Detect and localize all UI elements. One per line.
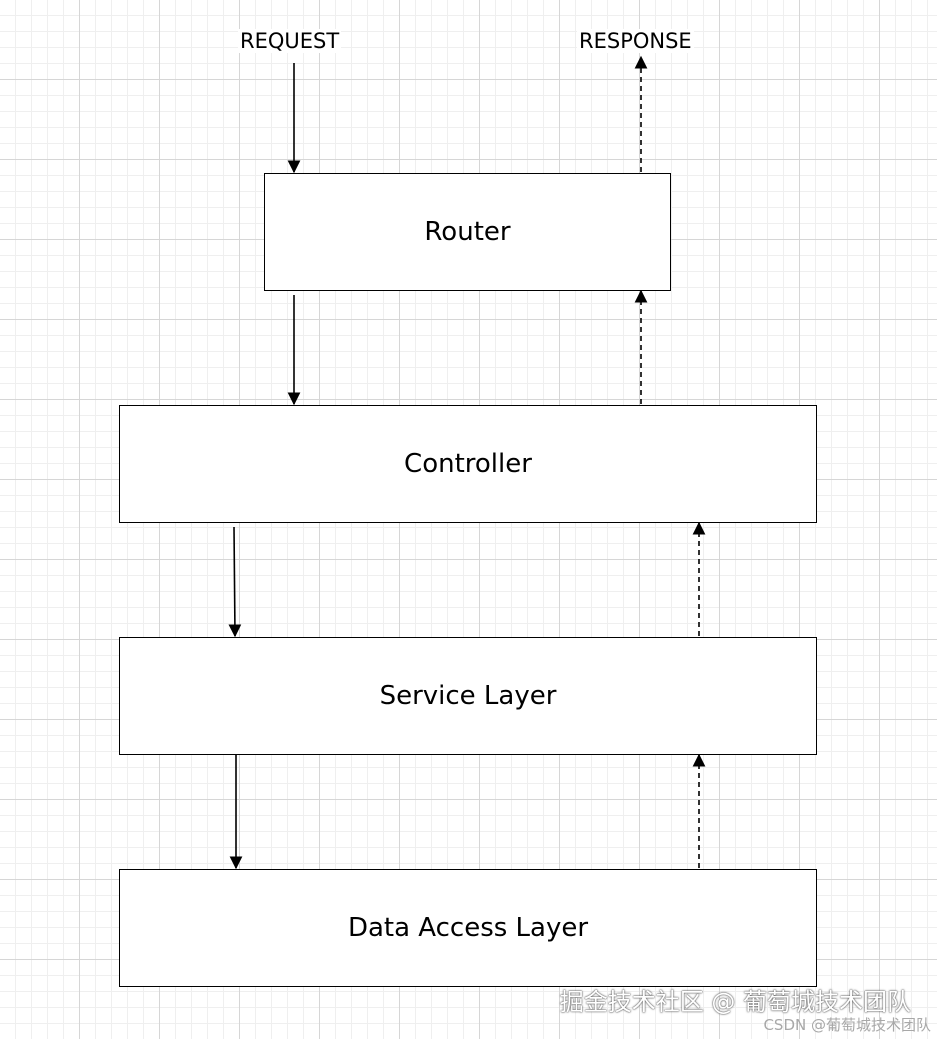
service-layer-box: Service Layer bbox=[119, 637, 817, 755]
response-label: RESPONSE bbox=[577, 29, 694, 53]
data-access-layer-box: Data Access Layer bbox=[119, 869, 817, 987]
watermark-main: 掘金技术社区 @ 葡萄城技术团队 bbox=[559, 988, 911, 1016]
request-arrow-controller-to-service bbox=[228, 526, 242, 638]
router-box: Router bbox=[264, 173, 671, 291]
controller-box: Controller bbox=[119, 405, 817, 523]
watermark-sub: CSDN @葡萄城技术团队 bbox=[763, 1016, 931, 1034]
request-label: REQUEST bbox=[238, 29, 342, 53]
